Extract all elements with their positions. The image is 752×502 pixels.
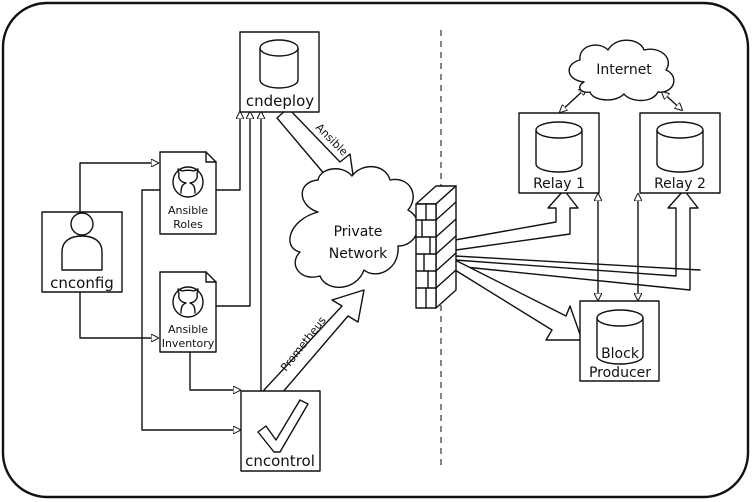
github-icon xyxy=(172,286,204,318)
svg-text:Inventory: Inventory xyxy=(162,337,215,350)
cndeploy-label: cndeploy xyxy=(246,92,314,110)
connector-roles-cncontrol xyxy=(141,189,240,430)
connector-firewall-relay1 xyxy=(454,189,579,251)
svg-text:Roles: Roles xyxy=(173,218,203,231)
cloud-icon xyxy=(289,166,419,289)
connector-firewall-relay2-thin xyxy=(454,255,701,271)
node-ansible-inventory: Ansible Inventory xyxy=(159,271,217,353)
github-icon xyxy=(172,166,204,198)
connector-firewall-relay2 xyxy=(454,189,699,291)
svg-text:Ansible: Ansible xyxy=(168,204,208,217)
node-internet: Internet xyxy=(568,39,675,102)
connector-cnconfig-inventory xyxy=(79,291,158,338)
database-icon xyxy=(535,121,583,173)
svg-text:Private: Private xyxy=(334,224,383,240)
node-private-network: Private Network xyxy=(289,166,419,289)
node-cncontrol: cncontrol xyxy=(240,390,321,472)
database-icon xyxy=(259,39,299,89)
connector-roles-cndeploy xyxy=(214,112,240,191)
svg-text:Block: Block xyxy=(601,346,640,362)
svg-text:Internet: Internet xyxy=(596,62,652,78)
connector-cnconfig-roles xyxy=(79,163,158,213)
node-cnconfig: cnconfig xyxy=(41,211,123,293)
svg-text:Relay 1: Relay 1 xyxy=(533,176,585,192)
connector-firewall-producer xyxy=(454,259,583,341)
svg-text:Ansible: Ansible xyxy=(168,323,208,336)
svg-text:Producer: Producer xyxy=(589,365,651,381)
node-ansible-roles: Ansible Roles xyxy=(159,151,217,235)
connector-inventory-cndeploy xyxy=(214,112,250,307)
node-cndeploy: cndeploy xyxy=(239,31,320,113)
svg-text:Network: Network xyxy=(329,246,388,262)
user-icon xyxy=(61,212,103,271)
checkmark-icon xyxy=(257,399,309,453)
node-block-producer: Block Producer xyxy=(579,300,660,382)
firewall-icon xyxy=(415,185,457,309)
node-relay-1: Relay 1 xyxy=(518,112,600,194)
cncontrol-label: cncontrol xyxy=(245,452,315,470)
arrow-prometheus: Prometheus xyxy=(263,289,365,401)
svg-text:Relay 2: Relay 2 xyxy=(654,176,706,192)
node-relay-2: Relay 2 xyxy=(639,112,721,194)
connector-inventory-cncontrol xyxy=(189,351,240,390)
database-icon xyxy=(596,309,644,365)
connector-internet-relay2 xyxy=(662,92,682,110)
node-firewall xyxy=(415,185,457,309)
database-icon xyxy=(656,121,704,173)
cnconfig-label: cnconfig xyxy=(50,274,114,292)
cloud-icon xyxy=(568,39,675,102)
connector-internet-relay1 xyxy=(560,88,586,112)
